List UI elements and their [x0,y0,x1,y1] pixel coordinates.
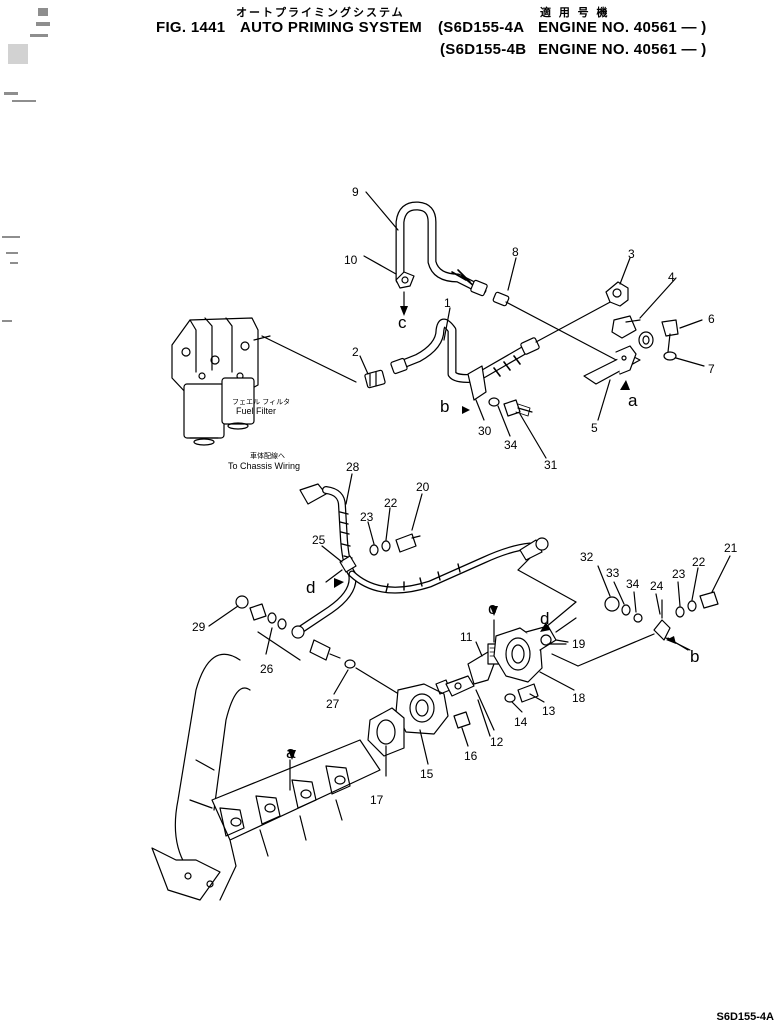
engine-range-a: ENGINE NO. 40561 — ) [538,19,707,36]
callout-label: 2 [352,345,359,359]
callout-numbers: 1 2 3 4 5 6 7 8 9 10 11 12 13 14 15 16 1… [192,185,738,807]
callout-label: 31 [544,458,558,472]
callout-label: 17 [370,793,384,807]
callout-label: 23 [672,567,686,581]
callout-label: 19 [572,637,586,651]
callout-label: 34 [504,438,518,452]
reference-letter-b-left: b [440,397,449,416]
reference-letter-a-top: a [628,391,638,410]
callout-label: 25 [312,533,326,547]
callout-label: 10 [344,253,358,267]
callout-label: 11 [460,630,473,644]
chassis-wiring-note-jp: 車体配線へ [250,451,285,460]
model-code-footer: S6D155-4A [716,1011,774,1023]
scan-noise-decoration [2,8,50,322]
callout-label: 21 [724,541,738,555]
callout-label: 4 [668,270,675,284]
callout-label: 12 [490,735,504,749]
japanese-applicable-label: 適 用 号 機 [540,6,610,19]
reference-letter-a-bottom: a [286,743,296,762]
callout-label: 16 [464,749,478,763]
fuel-filter-illustration [171,317,271,446]
callout-label: 22 [384,496,398,510]
callout-label: 20 [416,480,430,494]
callout-label: 33 [606,566,620,580]
callout-label: 9 [352,185,359,199]
callout-label: 1 [444,296,451,310]
callout-label: 15 [420,767,434,781]
callout-label: 13 [542,704,556,718]
figure-number: FIG. 1441 [156,19,226,36]
callout-label: 27 [326,697,340,711]
callout-label: 29 [192,620,206,634]
callout-label: 18 [572,691,586,705]
reference-letter-d-left: d [306,578,315,597]
japanese-title: オートプライミングシステム [236,6,405,19]
figure-title: AUTO PRIMING SYSTEM [240,19,423,36]
fuel-filter-note-jp: フェエル フィルタ [232,397,290,406]
model-a-label: (S6D155-4A [438,19,525,36]
callout-label: 24 [650,579,664,593]
reference-letter-b-right: b [690,647,699,666]
callout-label: 34 [626,577,640,591]
callout-label: 5 [591,421,598,435]
callout-label: 22 [692,555,706,569]
reference-letter-c-bottom: c [488,599,497,618]
reference-letter-c-top: c [398,313,407,332]
reference-letters: a a b b c c d d [286,313,699,762]
callout-label: 8 [512,245,519,259]
chassis-wiring-note: To Chassis Wiring [228,461,300,471]
callout-label: 7 [708,362,715,376]
exhaust-manifold-illustration [151,653,381,901]
callout-label: 28 [346,460,360,474]
callout-label: 23 [360,510,374,524]
callout-label: 30 [478,424,492,438]
engine-range-b: ENGINE NO. 40561 — ) [538,41,707,58]
callout-label: 14 [514,715,528,729]
callout-label: 6 [708,312,715,326]
callout-label: 26 [260,662,274,676]
reference-letter-d-right: d [540,609,549,628]
callout-label: 32 [580,550,594,564]
model-b-label: (S6D155-4B [440,41,527,58]
callout-label: 3 [628,247,635,261]
fuel-filter-note: Fuel Filter [236,406,276,416]
